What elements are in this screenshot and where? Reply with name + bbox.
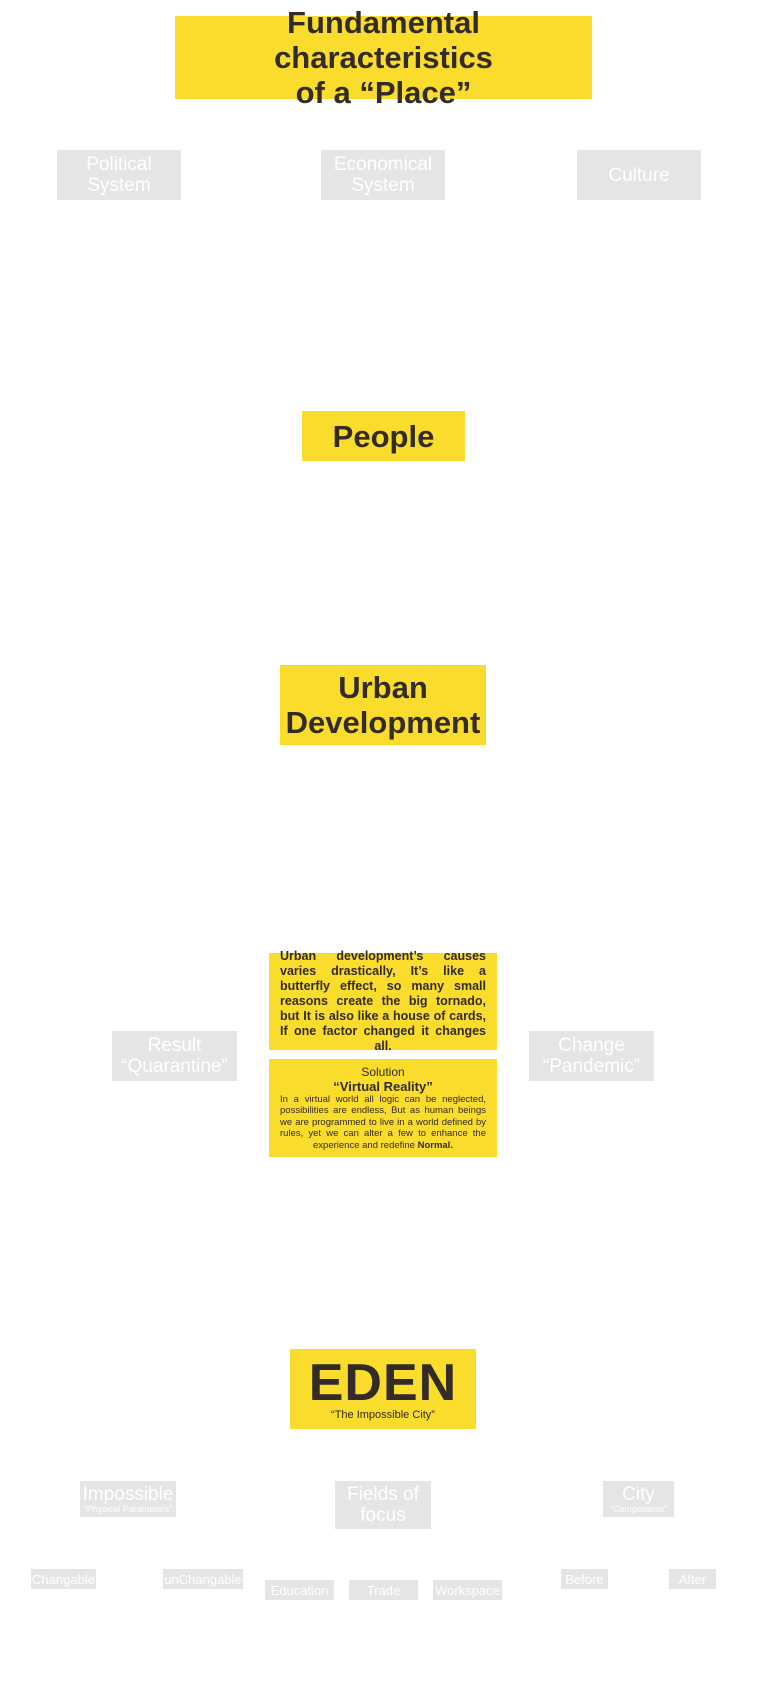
solution-body: In a virtual world all logic can be negl… — [269, 1094, 497, 1152]
unchangable-box: unChangable — [163, 1569, 243, 1589]
after-box: After — [669, 1569, 716, 1589]
solution-body-bold: Normal. — [417, 1139, 453, 1151]
workspace-label: Workspace — [435, 1582, 500, 1598]
before-box: Before — [561, 1569, 608, 1589]
impossible-sub: “Physical Parameters” — [83, 1504, 173, 1514]
result-quarantine-box: Result “Quarantine” — [112, 1031, 237, 1081]
workspace-box: Workspace — [433, 1580, 502, 1600]
changable-label: Changable — [32, 1571, 95, 1587]
city-sub: “Components” — [609, 1504, 668, 1514]
eden-subtitle: “The Impossible City” — [331, 1408, 435, 1421]
causes-text: Urban development’s causes varies drasti… — [280, 949, 486, 1053]
education-box: Education — [265, 1580, 334, 1600]
changable-box: Changable — [31, 1569, 96, 1589]
impossible-label: Impossible — [82, 1484, 174, 1505]
before-label: Before — [565, 1571, 604, 1587]
political-system-box: Political System — [57, 150, 181, 200]
after-label: After — [678, 1571, 707, 1587]
fields-of-focus-label: Fields of focus — [347, 1484, 419, 1526]
unchangable-label: unChangable — [164, 1571, 242, 1587]
eden-box: EDEN “The Impossible City” — [290, 1349, 476, 1429]
trade-label: Trade — [366, 1582, 401, 1598]
fields-of-focus-box: Fields of focus — [335, 1481, 431, 1529]
people-box: People — [302, 411, 465, 461]
education-label: Education — [270, 1582, 329, 1598]
impossible-box: Impossible “Physical Parameters” — [80, 1481, 176, 1517]
change-pandemic-label: Change “Pandemic” — [542, 1035, 641, 1077]
change-pandemic-box: Change “Pandemic” — [529, 1031, 654, 1081]
culture-label: Culture — [608, 164, 670, 186]
urban-development-box: Urban Development — [280, 665, 486, 745]
political-system-label: Political System — [86, 154, 152, 196]
main-title-box: Fundamental characteristics of a “Place” — [175, 5, 592, 110]
people-title: People — [332, 418, 435, 454]
solution-heading: Solution — [361, 1064, 405, 1079]
urban-development-title: Urban Development — [285, 670, 481, 740]
trade-box: Trade — [349, 1580, 418, 1600]
city-box: City “Components” — [603, 1481, 674, 1517]
culture-box: Culture — [577, 150, 701, 200]
economical-system-label: Economical System — [333, 154, 433, 196]
result-quarantine-label: Result “Quarantine” — [121, 1035, 228, 1077]
solution-title: “Virtual Reality” — [333, 1078, 433, 1094]
solution-box: Solution “Virtual Reality” In a virtual … — [269, 1059, 497, 1157]
causes-box: Urban development’s causes varies drasti… — [269, 949, 497, 1053]
city-label: City — [622, 1484, 655, 1505]
main-title: Fundamental characteristics of a “Place” — [274, 5, 493, 110]
economical-system-box: Economical System — [321, 150, 445, 200]
solution-body-text: In a virtual world all logic can be negl… — [280, 1093, 486, 1151]
eden-title: EDEN — [308, 1353, 458, 1412]
